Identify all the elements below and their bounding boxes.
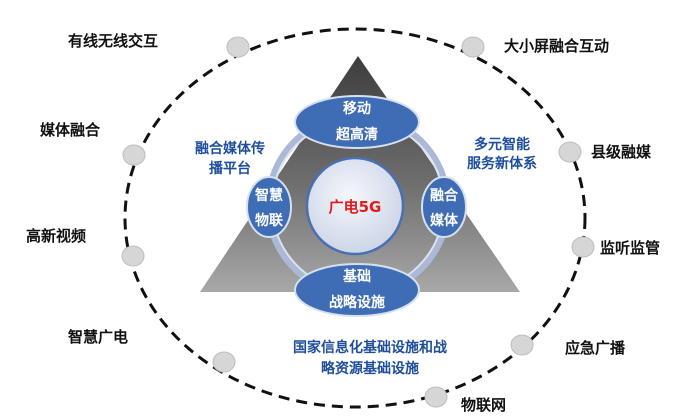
center-circle: [305, 156, 405, 256]
label-media-fusion: 媒体融合: [40, 121, 101, 139]
oval-right-line-2: 媒体: [429, 212, 459, 229]
label-infrastructure-line-2: 略资源基础设施: [321, 360, 419, 377]
label-media-platform-line-2: 播平台: [209, 160, 251, 177]
center-label: 广电5G: [329, 198, 382, 216]
label-big-small-screen: 大小屏融合互动: [504, 37, 609, 55]
oval-left-line-2: 物联: [255, 212, 284, 229]
label-monitoring: 监听监管: [600, 239, 660, 257]
label-hd-video: 高新视频: [26, 227, 86, 245]
oval-top-line-1: 移动: [343, 100, 371, 117]
oval-left-line-1: 智慧: [254, 187, 283, 204]
label-media-platform-line-1: 融合媒体传: [195, 140, 265, 157]
outer-dashed-ring: [123, 27, 587, 409]
label-smart-broadcast: 智慧广电: [68, 328, 128, 346]
oval-top-line-2: 超高清: [335, 126, 378, 143]
label-wired-wireless: 有线无线交互: [68, 32, 158, 50]
label-infrastructure-line-1: 国家信息化基础设施和战: [293, 339, 447, 356]
label-smart-service-line-2: 服务新体系: [467, 155, 537, 172]
node-monitoring: [571, 236, 595, 258]
oval-right-line-1: 融合: [430, 187, 459, 204]
outer-nodes: [121, 36, 595, 408]
node-media-fusion: [122, 144, 146, 166]
oval-bottom-line-2: 战略设施: [329, 294, 385, 311]
oval-bottom-line-1: 基础: [343, 268, 371, 285]
oval-top: 移动 超高清: [294, 95, 420, 149]
oval-left: 智慧 物联: [246, 176, 292, 238]
label-emergency-broadcast: 应急广播: [565, 339, 626, 357]
oval-bottom: 基础 战略设施: [294, 263, 420, 317]
oval-right: 融合 媒体: [421, 176, 467, 238]
node-big-small-screen: [461, 36, 485, 58]
node-county-media: [558, 141, 582, 163]
label-county-media: 县级融媒: [591, 143, 652, 161]
node-smart-broadcast: [212, 351, 236, 373]
node-wired-wireless: [226, 36, 250, 58]
node-hd-video: [121, 245, 145, 267]
node-emergency: [510, 334, 534, 356]
watermark: 知乎 @智慧5G: [543, 379, 644, 397]
label-smart-service-line-1: 多元智能: [474, 136, 530, 153]
label-iot: 物联网: [461, 396, 506, 414]
node-iot: [424, 386, 448, 408]
